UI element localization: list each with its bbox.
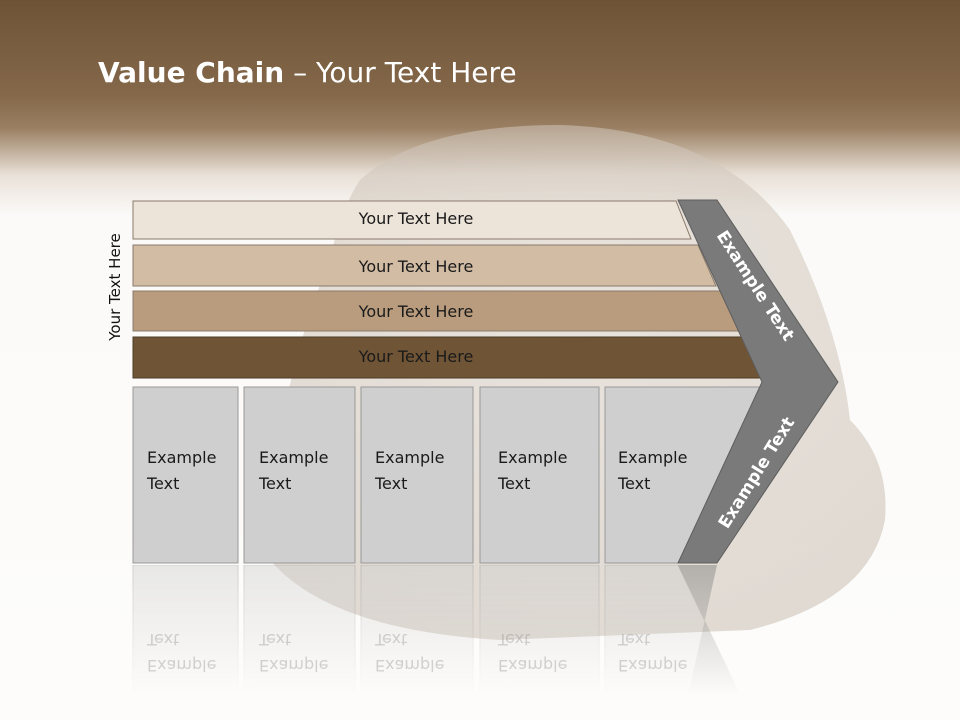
- title-bold: Value Chain: [98, 56, 285, 89]
- primary-card[interactable]: [479, 386, 600, 564]
- support-row-shape: [132, 200, 692, 240]
- support-row-label: Your Text Here: [358, 209, 474, 228]
- slide-title: Value Chain – Your Text Here: [98, 56, 517, 89]
- primary-card[interactable]: [360, 386, 474, 564]
- primary-card[interactable]: [132, 386, 239, 564]
- support-row-shape: [132, 244, 717, 287]
- support-row-label: Your Text Here: [358, 302, 474, 321]
- support-row[interactable]: Your Text Here: [132, 200, 692, 240]
- support-row[interactable]: Your Text Here: [132, 336, 764, 379]
- support-row[interactable]: Your Text Here: [132, 290, 740, 332]
- support-row-label: Your Text Here: [358, 257, 474, 276]
- diagram-reflection: [132, 564, 753, 720]
- title-rest: – Your Text Here: [284, 56, 517, 89]
- support-row-label: Your Text Here: [358, 347, 474, 366]
- support-row[interactable]: Your Text Here: [132, 244, 717, 287]
- primary-card[interactable]: [243, 386, 356, 564]
- margin-chevron[interactable]: [677, 199, 839, 564]
